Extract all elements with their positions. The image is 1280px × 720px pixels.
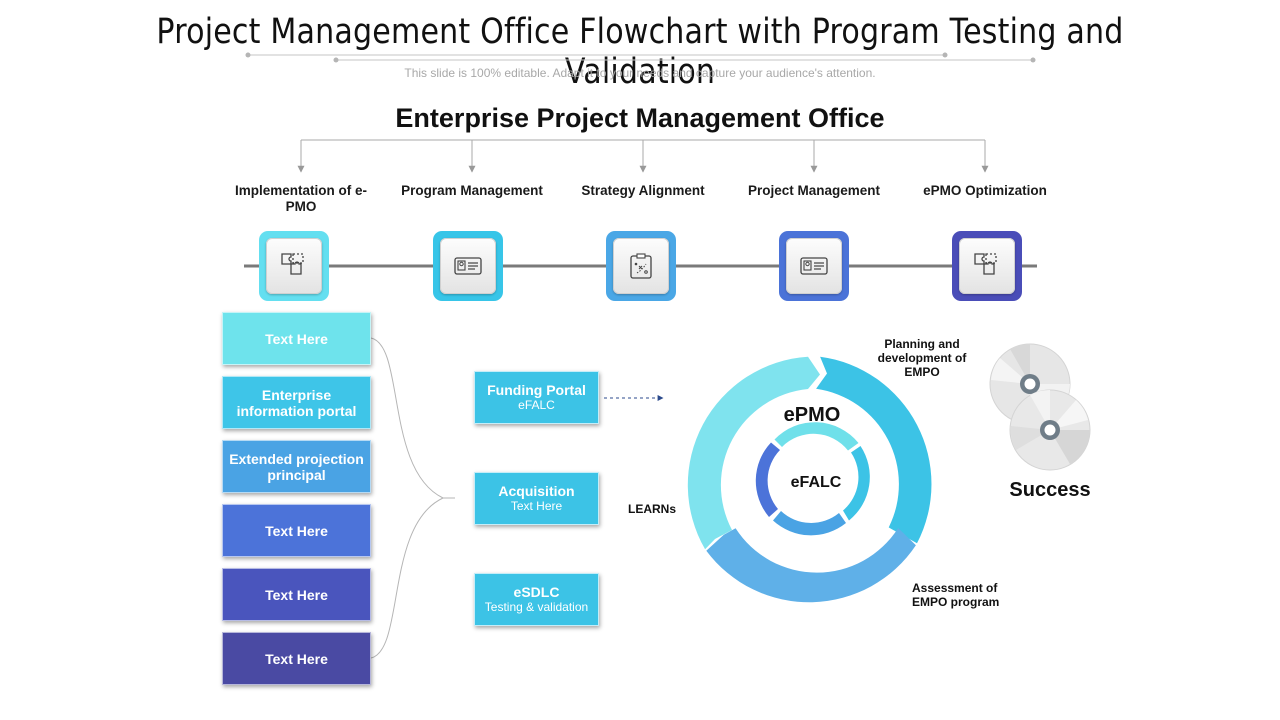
funding-portal-box: Funding Portal eFALC — [474, 371, 599, 424]
subtitle: This slide is 100% editable. Adapt it to… — [404, 66, 876, 80]
stage-label-program-management: Program Management — [401, 183, 543, 198]
page-title: Project Management Office Flowchart with… — [156, 12, 1124, 92]
success-label: Success — [1009, 479, 1091, 501]
stage-box-strategy-alignment — [606, 231, 676, 301]
esdlc-sub: Testing & validation — [484, 600, 589, 614]
inner-segment-bottom — [773, 511, 846, 536]
puzzle-icon — [281, 253, 304, 275]
inner-segment-left — [755, 442, 780, 517]
cycle-label-learns: LEARNs — [627, 502, 676, 516]
cycle-diagram — [687, 356, 932, 603]
acquisition-box: Acquisition Text Here — [474, 472, 599, 525]
stage-box-implementation — [259, 231, 329, 301]
acquisition-title: Acquisition — [498, 483, 575, 499]
stage-label-implementation: Implementation of e-PMO — [234, 183, 367, 214]
title-underline — [245, 52, 1036, 63]
stage-label-project-management: Project Management — [747, 183, 881, 198]
outer-segment-assessment — [706, 528, 916, 603]
left-box-enterprise-information-portal: Enterprise information portal — [222, 376, 371, 429]
stage-box-program-management — [433, 231, 503, 301]
puzzle-icon — [974, 253, 997, 275]
outer-segment-planning — [816, 356, 932, 544]
left-box-extended-projection-principal: Extended projection principal — [222, 440, 371, 493]
id-card-icon — [800, 257, 828, 275]
stage-label-strategy-alignment: Strategy Alignment — [581, 183, 705, 198]
left-box-6: Text Here — [222, 632, 371, 685]
esdlc-box: eSDLC Testing & validation — [474, 573, 599, 626]
section-title: Enterprise Project Management Office — [395, 103, 885, 133]
esdlc-title: eSDLC — [513, 584, 560, 600]
left-box-5: Text Here — [222, 568, 371, 621]
funding-portal-sub: eFALC — [518, 398, 555, 412]
cycle-label-assessment: Assessment of EMPO program — [912, 581, 1000, 609]
outer-segment-learns — [687, 356, 820, 550]
inner-segment-right — [843, 446, 870, 521]
strategy-board-icon — [630, 253, 652, 279]
cycle-label-planning: Planning and development of EMPO — [877, 337, 967, 379]
left-box-1: Text Here — [222, 312, 371, 365]
funding-portal-title: Funding Portal — [487, 382, 586, 398]
stage-box-project-management — [779, 231, 849, 301]
inner-segment-top — [774, 422, 859, 451]
stage-box-epmo-optimization — [952, 231, 1022, 301]
left-box-4: Text Here — [222, 504, 371, 557]
cycle-inner-label: eFALC — [790, 474, 842, 491]
acquisition-sub: Text Here — [510, 499, 563, 513]
stage-label-epmo-optimization: ePMO Optimization — [923, 183, 1047, 198]
id-card-icon — [454, 257, 482, 275]
cycle-outer-label: ePMO — [783, 404, 841, 426]
cd-discs-icon — [989, 343, 1091, 471]
